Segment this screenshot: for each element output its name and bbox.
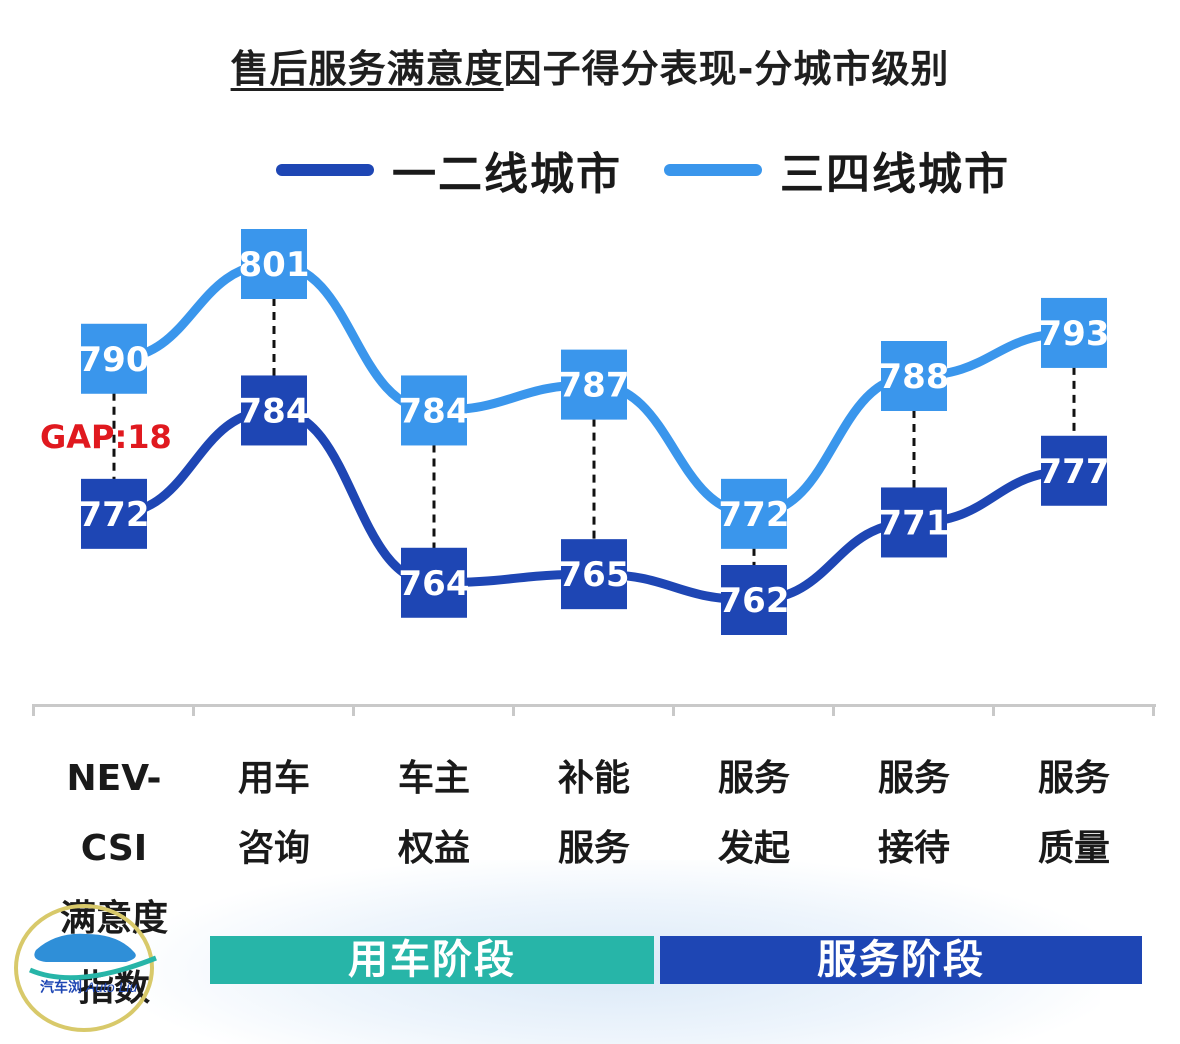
legend-swatch-series2 <box>664 164 762 176</box>
category-label: 服务 质量 <box>999 744 1149 884</box>
chart-title-underlined: 售后服务满意度 <box>230 47 504 91</box>
data-label: 772 <box>719 495 790 535</box>
data-marker-tier34 <box>241 229 307 299</box>
stage-bar-usage: 用车阶段 <box>210 936 654 984</box>
data-marker-tier34 <box>1041 297 1107 368</box>
data-label: 764 <box>399 564 470 604</box>
data-marker-tier12 <box>241 375 307 446</box>
data-label: 784 <box>239 391 310 431</box>
x-axis-tick <box>512 704 515 716</box>
x-axis-tick <box>1152 704 1155 716</box>
legend: 一二线城市 三四线城市 <box>0 138 1180 200</box>
legend-label-series1: 一二线城市 <box>392 149 622 200</box>
category-label-line: 用车 <box>237 758 310 799</box>
data-marker-tier12 <box>721 565 787 635</box>
logo-ring <box>14 904 154 1032</box>
category-label: 服务 接待 <box>839 744 989 884</box>
data-marker-tier12 <box>561 539 627 610</box>
data-label: 793 <box>1039 314 1110 354</box>
x-axis-tick <box>992 704 995 716</box>
data-marker-tier34 <box>81 323 147 394</box>
category-label-line: 服务 <box>877 758 950 799</box>
category-label-line: 权益 <box>397 828 470 869</box>
data-label: 777 <box>1039 452 1110 492</box>
data-label: 765 <box>559 555 630 595</box>
data-label: 790 <box>79 340 150 380</box>
stage-bar-service: 服务阶段 <box>660 936 1142 984</box>
category-label-line: 服务 <box>557 828 630 869</box>
data-marker-tier34 <box>401 375 467 446</box>
data-label: 787 <box>559 366 630 406</box>
data-label: 771 <box>879 503 950 543</box>
category-label-line: 补能 <box>557 758 630 799</box>
data-marker-tier34 <box>881 341 947 411</box>
legend-item-series1: 一二线城市 <box>276 138 622 202</box>
x-axis-tick <box>672 704 675 716</box>
car-icon <box>34 933 136 962</box>
category-label-line: 质量 <box>1037 828 1110 869</box>
category-label: NEV-CSI 满意度 指数 <box>39 744 189 1024</box>
x-axis-tick <box>832 704 835 716</box>
category-label-line: 发起 <box>717 828 790 869</box>
category-label: 补能 服务 <box>519 744 669 884</box>
x-axis-line <box>32 704 1156 707</box>
category-label-line: 咨询 <box>237 828 310 869</box>
logo-text: 汽车浏 Auto Liu <box>40 979 137 995</box>
data-label: 772 <box>79 495 150 535</box>
category-label-line: 车主 <box>397 758 470 799</box>
data-label: 784 <box>399 391 470 431</box>
legend-item-series2: 三四线城市 <box>664 138 1010 202</box>
category-label: 服务 发起 <box>679 744 829 884</box>
logo-swoosh <box>29 955 157 981</box>
data-marker-tier34 <box>721 478 787 549</box>
gap-annotation: GAP:18 <box>40 418 172 456</box>
chart-title: 售后服务满意度因子得分表现-分城市级别 <box>0 38 1180 93</box>
category-label-line: NEV-CSI <box>66 758 162 869</box>
data-label: 788 <box>879 357 950 397</box>
data-marker-tier34 <box>561 349 627 420</box>
data-marker-tier12 <box>881 487 947 558</box>
line-chart: 772 784 764 765 762 771 777 790 801 784 787 772 788 7… <box>79 229 1110 635</box>
data-marker-tier12 <box>81 478 147 549</box>
data-label: 801 <box>239 245 310 285</box>
x-axis-tick <box>352 704 355 716</box>
data-marker-tier12 <box>1041 435 1107 506</box>
data-label: 762 <box>719 581 790 621</box>
watermark-logo: 汽车浏 Auto Liu <box>14 904 157 1032</box>
category-label: 车主 权益 <box>359 744 509 884</box>
category-label-line: 接待 <box>877 828 950 869</box>
x-axis-tick <box>192 704 195 716</box>
data-marker-tier12 <box>401 547 467 618</box>
x-axis-tick <box>32 704 35 716</box>
legend-label-series2: 三四线城市 <box>780 149 1010 200</box>
legend-swatch-series1 <box>276 164 374 176</box>
chart-title-rest: 因子得分表现-分城市级别 <box>503 47 950 91</box>
category-label-line: 服务 <box>1037 758 1110 799</box>
category-label-line: 服务 <box>717 758 790 799</box>
category-label: 用车 咨询 <box>199 744 349 884</box>
